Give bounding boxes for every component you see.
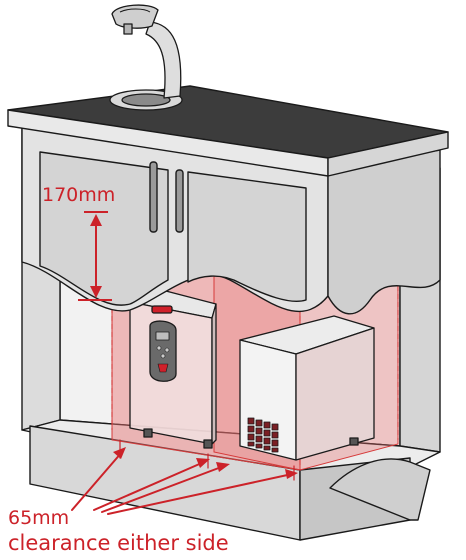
height-dimension-arrow-down [90, 286, 102, 298]
cabinet-right-side-panel [327, 149, 441, 315]
boiler-side [295, 327, 375, 461]
heater-display [155, 331, 170, 341]
cabinet-right-door [187, 171, 307, 302]
height-dimension [78, 211, 112, 301]
clearance-arrow-3 [101, 465, 225, 513]
heater-button-a [156, 345, 162, 351]
clearance-arrow-1 [71, 451, 123, 511]
heater-logo [157, 363, 169, 373]
side-clearance-arrows [71, 439, 298, 515]
cabinet-left-door [39, 151, 169, 306]
heater-side [211, 303, 217, 445]
door-handle-left [149, 161, 158, 233]
heater-button-b [164, 347, 170, 353]
door-handle-right [175, 169, 184, 233]
heater-button-c [160, 353, 166, 359]
side-clearance-value-label: 65mm [8, 507, 70, 529]
tap [109, 4, 183, 111]
clearance-arrow-2 [93, 461, 205, 511]
clearance-arrow-4 [107, 473, 293, 515]
tap-column [145, 21, 182, 99]
boiler-unit [239, 315, 375, 461]
height-dimension-arrow-up [90, 214, 102, 226]
side-clearance-text-label: clearance either side [8, 531, 229, 555]
countertop-side-edge [327, 131, 449, 177]
boiler-vent-grid [247, 417, 279, 453]
height-clearance-label: 170mm [42, 184, 116, 206]
cabinet-front [21, 121, 441, 315]
heater-unit [129, 289, 217, 449]
heater-badge [151, 305, 173, 314]
